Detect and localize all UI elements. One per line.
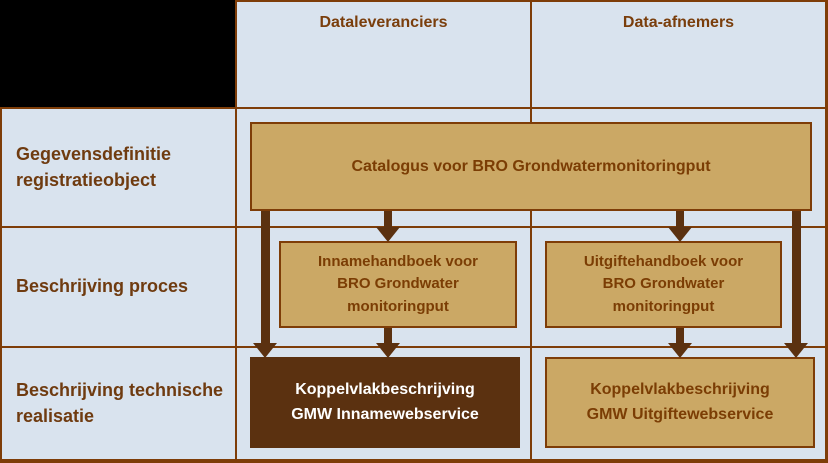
box-koppelvlak-uitgiftewebservice-label: Koppelvlakbeschrijving GMW Uitgiftewebse… xyxy=(586,380,774,423)
arrow-head xyxy=(668,227,692,242)
arrow-head xyxy=(376,227,400,242)
grid-line-horizontal-3 xyxy=(0,346,828,348)
grid-line-vertical-1 xyxy=(235,0,237,463)
row-label-beschrijving-proces: Beschrijving proces xyxy=(16,276,189,297)
arrow-head xyxy=(784,343,808,358)
grid-line-horizontal-2 xyxy=(0,226,828,228)
outer-border-bottom xyxy=(0,459,828,463)
box-catalogus-label: Catalogus voor BRO Grondwatermonitoringp… xyxy=(351,157,711,175)
box-catalogus: Catalogus voor BRO Grondwatermonitoringp… xyxy=(250,122,812,211)
arrow-shaft xyxy=(384,211,392,228)
grid-line-vertical-2 xyxy=(530,0,532,463)
row-label-beschrijving-technische-realisatie: Beschrijving technische realisatie xyxy=(16,379,224,426)
box-uitgiftehandboek: Uitgiftehandboek voor BRO Grondwater mon… xyxy=(545,241,782,328)
arrow-head xyxy=(253,343,277,358)
column-header-data-afnemers: Data-afnemers xyxy=(532,6,825,40)
box-uitgiftehandboek-label: Uitgiftehandboek voor BRO Grondwater mon… xyxy=(583,252,744,315)
arrow-shaft xyxy=(792,211,801,343)
grid-line-horizontal-1 xyxy=(0,107,828,109)
arrow-shaft xyxy=(676,328,684,344)
row-label-gegevensdefinitie-registratieobject: Gegevensdefinitie registratieobject xyxy=(16,143,172,190)
outer-border-top xyxy=(0,0,828,2)
arrow-head xyxy=(376,343,400,358)
arrow-shaft xyxy=(261,211,270,343)
outer-border-right xyxy=(825,0,828,463)
box-koppelvlak-innamewebservice: Koppelvlakbeschrijving GMW Innamewebserv… xyxy=(250,357,520,448)
box-koppelvlak-uitgiftewebservice: Koppelvlakbeschrijving GMW Uitgiftewebse… xyxy=(545,357,815,448)
column-header-data-afnemers-label: Data-afnemers xyxy=(622,14,735,31)
column-header-dataleveranciers-label: Dataleveranciers xyxy=(319,14,448,31)
corner-cell-black xyxy=(0,0,235,107)
outer-border-left xyxy=(0,0,2,463)
box-innamehandboek: Innamehandboek voor BRO Grondwater monit… xyxy=(279,241,517,328)
arrow-head xyxy=(668,343,692,358)
arrow-shaft xyxy=(676,211,684,228)
box-innamehandboek-label: Innamehandboek voor BRO Grondwater monit… xyxy=(317,252,479,315)
column-header-dataleveranciers: Dataleveranciers xyxy=(237,6,530,40)
box-koppelvlak-innamewebservice-label: Koppelvlakbeschrijving GMW Innamewebserv… xyxy=(291,380,479,423)
arrow-shaft xyxy=(384,328,392,344)
